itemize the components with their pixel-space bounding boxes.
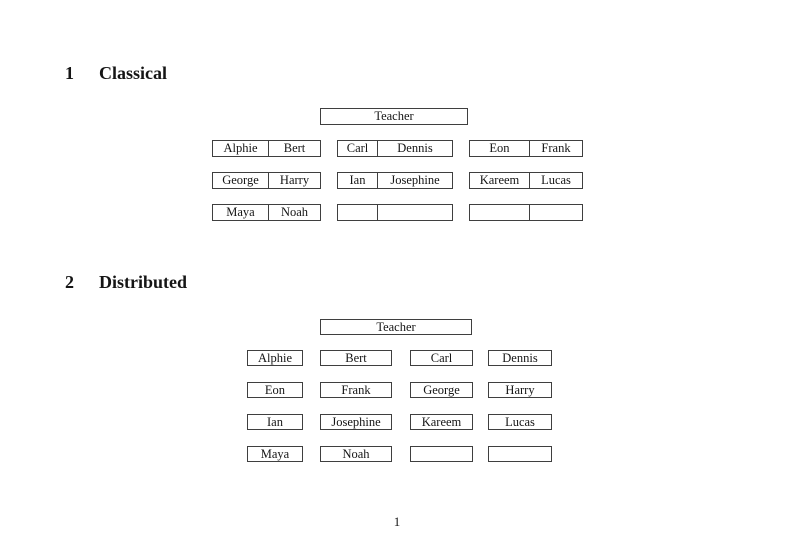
section-title: Distributed xyxy=(99,272,188,292)
seat: Harry xyxy=(279,173,310,187)
seat: Kareem xyxy=(470,173,530,188)
seat: Lucas xyxy=(541,173,571,187)
seat: Dennis xyxy=(502,351,538,365)
desk xyxy=(410,446,473,462)
desk xyxy=(488,446,552,462)
seat: Maya xyxy=(260,447,290,461)
page-number: 1 xyxy=(393,514,401,529)
seat: Bert xyxy=(283,141,306,155)
desk: Harry xyxy=(488,382,552,398)
seat xyxy=(470,205,530,220)
desk: Josephine xyxy=(320,414,392,430)
desk: George Harry xyxy=(212,172,321,189)
seat: Ian xyxy=(338,173,378,188)
seat: Noah xyxy=(342,447,370,461)
teacher-box: Teacher xyxy=(320,319,472,335)
seat: Bert xyxy=(345,351,367,365)
seat: Lucas xyxy=(505,415,535,429)
desk: Alphie xyxy=(247,350,303,366)
teacher-box: Teacher xyxy=(320,108,468,125)
seat: Alphie xyxy=(213,141,269,156)
seat: Noah xyxy=(280,205,309,219)
desk: Ian xyxy=(247,414,303,430)
seat xyxy=(378,205,452,220)
section-number: 2 xyxy=(65,272,74,292)
desk: Dennis xyxy=(488,350,552,366)
teacher-label: Teacher xyxy=(376,319,416,334)
seat xyxy=(338,205,378,220)
desk xyxy=(337,204,453,221)
seat: Josephine xyxy=(390,173,440,187)
seat: Alphie xyxy=(257,351,293,365)
seat xyxy=(530,205,582,220)
section-title: Classical xyxy=(99,63,168,83)
desk: Maya xyxy=(247,446,303,462)
desk xyxy=(469,204,583,221)
desk: Maya Noah xyxy=(212,204,321,221)
seat: George xyxy=(423,383,460,397)
desk: Eon xyxy=(247,382,303,398)
desk: Kareem Lucas xyxy=(469,172,583,189)
desk: Bert xyxy=(320,350,392,366)
seat: George xyxy=(213,173,269,188)
desk: Lucas xyxy=(488,414,552,430)
desk: Carl xyxy=(410,350,473,366)
seat: Frank xyxy=(341,383,371,397)
seat xyxy=(411,447,472,461)
desk: Carl Dennis xyxy=(337,140,453,157)
section-number: 1 xyxy=(65,63,74,83)
seat: Eon xyxy=(470,141,530,156)
seat: Eon xyxy=(264,383,286,397)
seat: Josephine xyxy=(331,415,381,429)
seat: Frank xyxy=(541,141,571,155)
desk: Ian Josephine xyxy=(337,172,453,189)
desk: Alphie Bert xyxy=(212,140,321,157)
seat: Maya xyxy=(213,205,269,220)
section-heading-classical: 1 Classical xyxy=(65,63,167,83)
seat: Kareem xyxy=(421,415,462,429)
seat xyxy=(489,447,551,461)
desk: Kareem xyxy=(410,414,473,430)
desk: Frank xyxy=(320,382,392,398)
seat: Carl xyxy=(338,141,378,156)
seat: Dennis xyxy=(397,141,433,155)
section-heading-distributed: 2 Distributed xyxy=(65,272,187,292)
teacher-label: Teacher xyxy=(374,109,414,123)
desk: George xyxy=(410,382,473,398)
desk: Noah xyxy=(320,446,392,462)
seat: Carl xyxy=(430,351,453,365)
seat: Harry xyxy=(505,383,535,397)
desk: Eon Frank xyxy=(469,140,583,157)
seat: Ian xyxy=(267,415,283,429)
